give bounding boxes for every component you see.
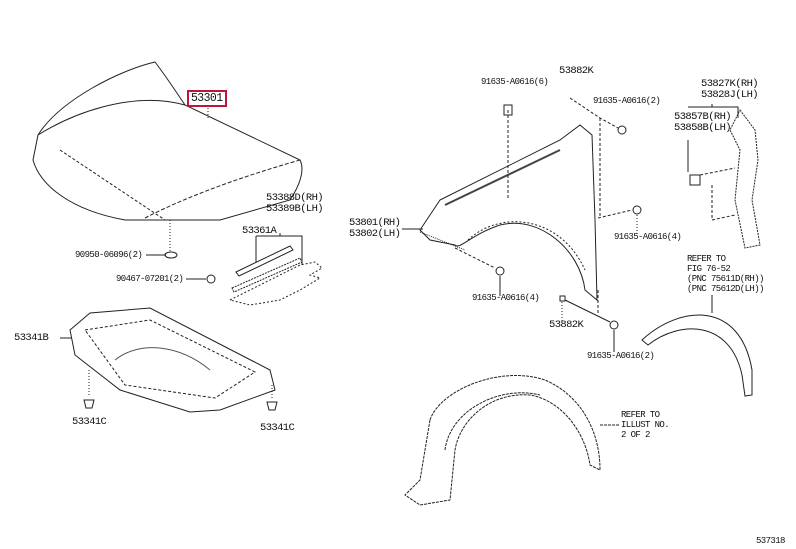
- part-label-screw-right4[interactable]: 91635-A0616(4): [614, 232, 682, 242]
- under-cover-drawing: [60, 307, 278, 413]
- part-label-nut-bottom[interactable]: 53882K: [549, 319, 584, 331]
- part-label-screw-top6[interactable]: 91635-A0616(6): [481, 77, 549, 87]
- part-label-screw-bottom4[interactable]: 91635-A0616(4): [472, 293, 540, 303]
- refer-fig-line-4[interactable]: (PNC 75612D(LH)): [687, 284, 764, 294]
- part-label-clip-right[interactable]: 53341C: [260, 422, 295, 434]
- part-label-seal-lh[interactable]: 53858B(LH): [674, 122, 732, 134]
- part-label-clip-90467[interactable]: 90467-07201(2): [116, 274, 184, 284]
- fender-drawing: [402, 97, 642, 352]
- part-label-hood-seal: 53388D(RH) 53389B(LH): [266, 192, 324, 215]
- part-label-screw-top2[interactable]: 91635-A0616(2): [593, 96, 661, 106]
- part-label-bracket-lh[interactable]: 53828J(LH): [701, 89, 759, 101]
- refer-fig-note: REFER TO FIG 76-52 (PNC 75611D(RH)) (PNC…: [687, 254, 764, 294]
- refer-fig-line-2[interactable]: FIG 76-52: [687, 264, 731, 274]
- refer-illust-line-1: REFER TO: [621, 410, 660, 420]
- hood-drawing: [32, 61, 303, 252]
- bracket-drawing: [687, 104, 761, 249]
- fender-flare-drawing: [641, 314, 753, 397]
- part-label-bracket-rh[interactable]: 53827K(RH): [701, 78, 759, 90]
- refer-illust-line-3: 2 OF 2: [621, 430, 650, 440]
- part-label-bracket: 53827K(RH) 53828J(LH): [701, 78, 759, 101]
- part-label-under-cover[interactable]: 53341B: [14, 332, 49, 344]
- refer-illust-line-2[interactable]: ILLUST NO.: [621, 420, 670, 430]
- figure-id: 537318: [756, 536, 785, 546]
- part-label-seal: 53857B(RH) 53858B(LH): [674, 111, 732, 134]
- part-label-fender: 53801(RH) 53802(LH): [349, 217, 401, 240]
- part-label-cushion[interactable]: 90950-06096(2): [75, 250, 143, 260]
- refer-illust-note: REFER TO ILLUST NO. 2 OF 2: [621, 410, 670, 440]
- part-label-seal-rh[interactable]: 53857B(RH): [674, 111, 732, 123]
- refer-fig-line-3[interactable]: (PNC 75611D(RH)): [687, 274, 764, 284]
- fender-liner-drawing: [404, 375, 620, 506]
- part-label-hood-seal-rh[interactable]: 53388D(RH): [266, 192, 324, 204]
- part-label-nut-top[interactable]: 53882K: [559, 65, 594, 77]
- part-label-hood[interactable]: 53301: [187, 90, 227, 107]
- part-label-fender-lh[interactable]: 53802(LH): [349, 228, 401, 240]
- part-label-fender-rh[interactable]: 53801(RH): [349, 217, 401, 229]
- part-label-clip-left[interactable]: 53341C: [72, 416, 107, 428]
- part-label-hood-seal-lh[interactable]: 53389B(LH): [266, 203, 324, 215]
- refer-fig-line-1: REFER TO: [687, 254, 726, 264]
- part-label-53361a[interactable]: 53361A: [242, 225, 277, 237]
- part-label-screw-bottom2[interactable]: 91635-A0616(2): [587, 351, 655, 361]
